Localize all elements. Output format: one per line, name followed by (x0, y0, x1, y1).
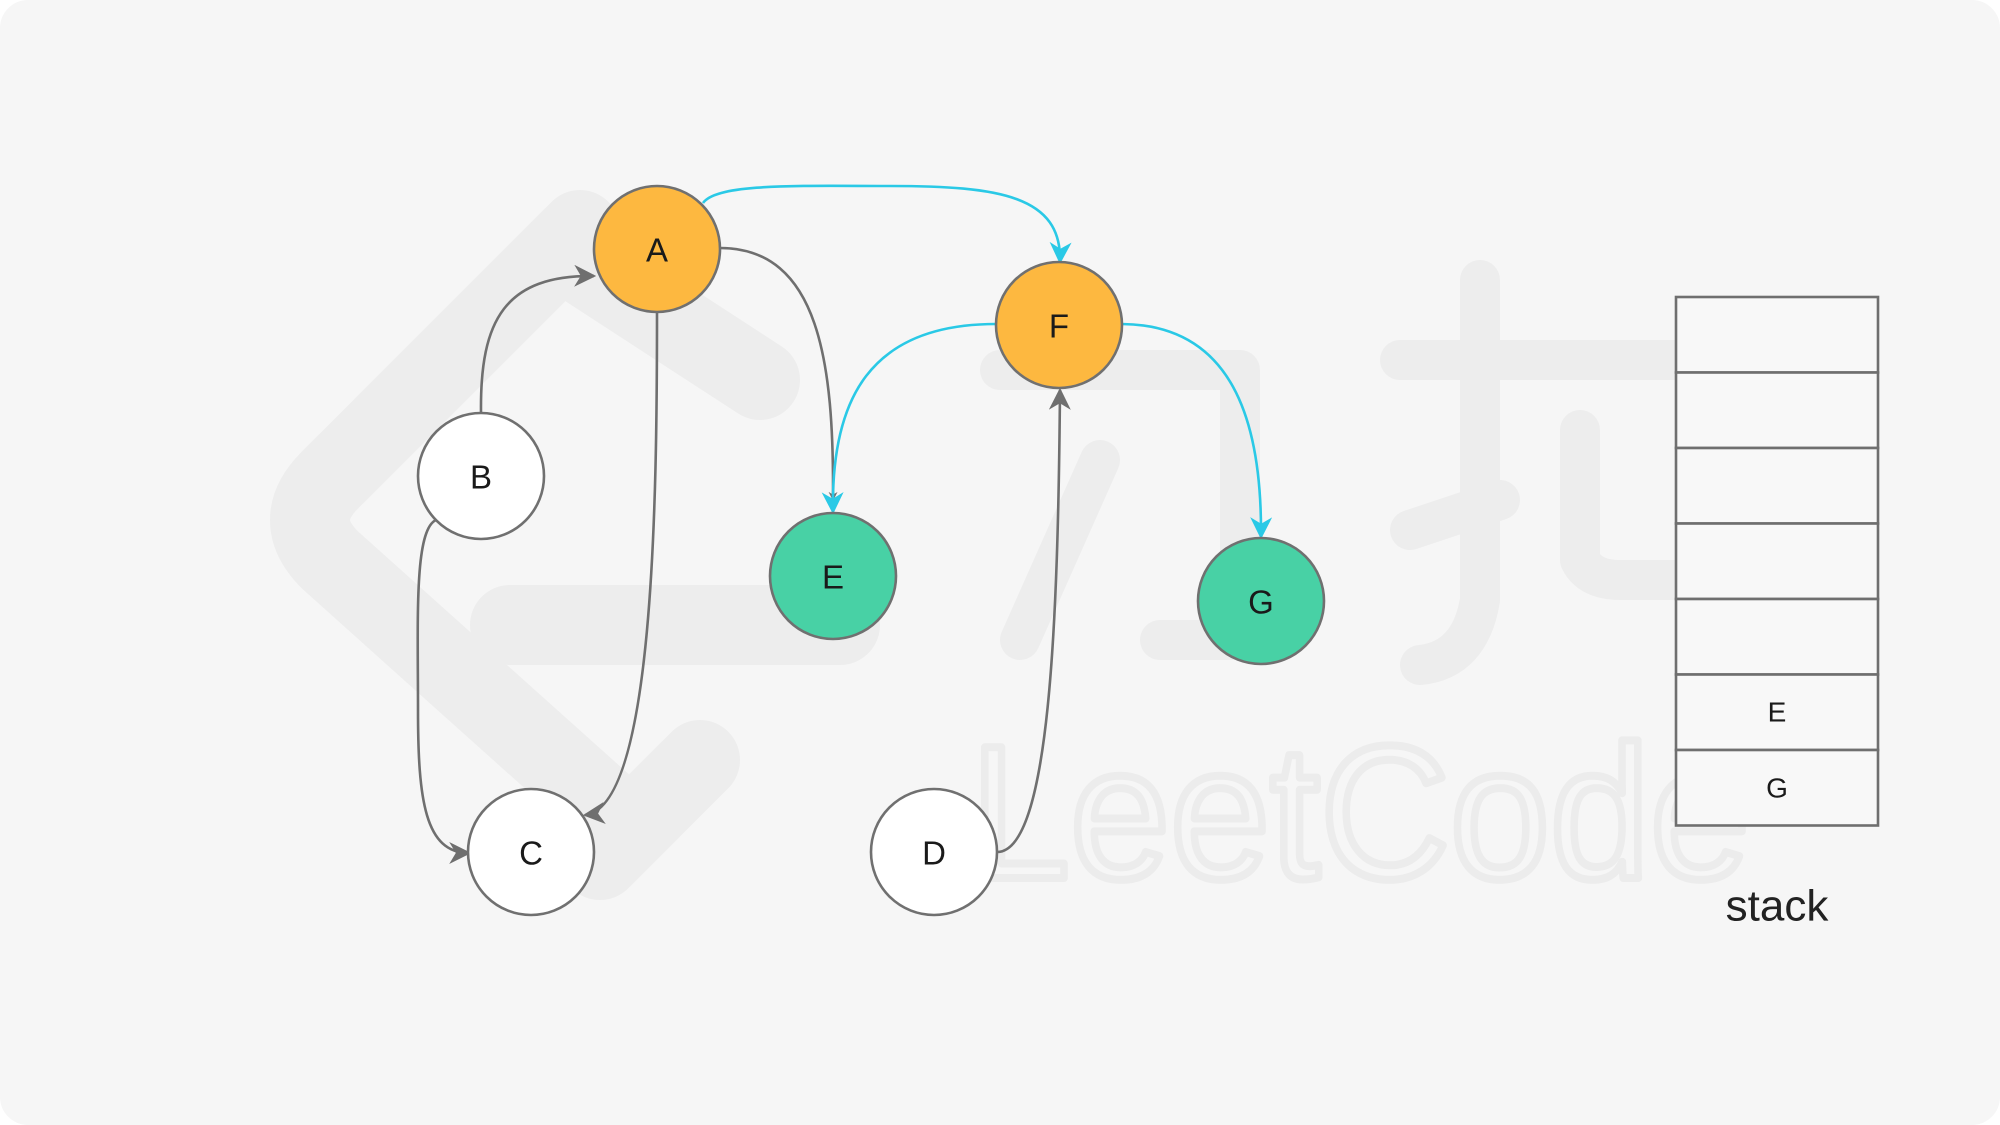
edge-b-a (479, 264, 597, 413)
watermark-glyph-5 (1390, 480, 1520, 550)
edge-a-e (719, 246, 838, 501)
watermark: LeetCode (270, 190, 1754, 923)
stack-slot-7-label: G (1766, 773, 1788, 804)
node-f: F (994, 260, 1124, 390)
stack-slot-4 (1674, 522, 1880, 601)
edge-f-g (1121, 322, 1273, 540)
stack-slot-6 (1674, 673, 1880, 752)
stack-slot-2 (1674, 371, 1880, 450)
node-e-circle (768, 511, 898, 641)
node-a-label: A (646, 232, 668, 269)
stack-slot-5 (1674, 597, 1880, 676)
watermark-logo-tail (560, 720, 740, 900)
stack: E G stack (1674, 295, 1880, 931)
stack-slot-7 (1674, 748, 1880, 827)
edge-b-c (416, 518, 472, 864)
watermark-text: LeetCode (970, 707, 1750, 919)
node-g-circle (1196, 536, 1326, 666)
stack-slot-6-label: E (1768, 697, 1787, 728)
node-g-label: G (1248, 584, 1274, 621)
node-e: E (768, 511, 898, 641)
watermark-logo-bracket (270, 190, 660, 860)
node-f-circle (994, 260, 1124, 390)
stack-slot-3 (1674, 446, 1880, 525)
node-f-label: F (1049, 308, 1069, 345)
node-d: D (869, 787, 999, 917)
node-b: B (416, 411, 546, 541)
node-b-label: B (470, 459, 492, 496)
edge-a-f (701, 184, 1072, 265)
node-b-circle (416, 411, 546, 541)
edge-f-e (821, 322, 997, 515)
node-c-label: C (519, 835, 543, 872)
watermark-glyph-1 (980, 350, 1260, 660)
stack-title: stack (1726, 882, 1830, 931)
node-d-circle (869, 787, 999, 917)
node-c: C (466, 787, 596, 917)
stack-slot-1 (1674, 295, 1880, 374)
watermark-glyph-2 (1000, 440, 1120, 660)
node-a-circle (592, 184, 722, 314)
node-d-label: D (922, 835, 946, 872)
watermark-glyph-4 (1400, 260, 1500, 685)
watermark-glyph-6 (1560, 360, 1720, 600)
edge-d-f (996, 387, 1071, 854)
edge-a-c (582, 311, 659, 824)
node-c-circle (466, 787, 596, 917)
node-g: G (1196, 536, 1326, 666)
node-a: A (592, 184, 722, 314)
node-e-label: E (822, 559, 844, 596)
